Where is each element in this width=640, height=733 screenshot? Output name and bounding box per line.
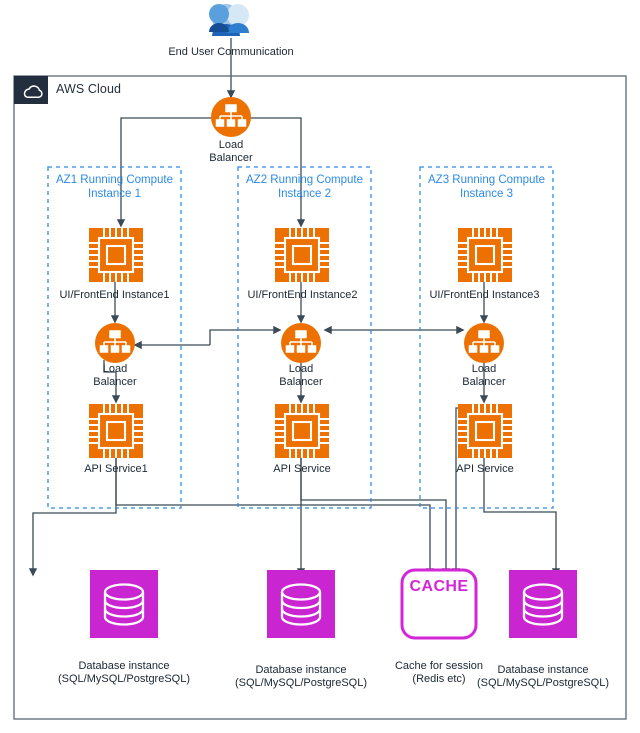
database-icon-db2[interactable] <box>267 570 335 638</box>
wire-az1-lb-to-api <box>103 360 121 404</box>
wire-api2-to-cache <box>300 458 451 577</box>
az3-boundary <box>419 166 554 509</box>
az2-boundary <box>237 166 372 509</box>
wire-az2lb-in-left <box>209 325 282 345</box>
cache-icon[interactable] <box>400 568 478 640</box>
load-balancer-icon-az2[interactable] <box>281 323 321 363</box>
ec2-instance-icon-az3-frontend[interactable] <box>458 228 512 282</box>
load-balancer-icon-az3[interactable] <box>464 323 504 363</box>
ec2-instance-icon-az1-api[interactable] <box>89 404 143 458</box>
wire-lb-to-az1-frontend <box>116 117 231 228</box>
cloud-icon <box>23 85 43 98</box>
az1-boundary <box>47 166 182 509</box>
wire-lb-to-az2-frontend <box>231 117 306 228</box>
ec2-instance-icon-az2-frontend[interactable] <box>275 228 329 282</box>
ec2-instance-icon-az1-frontend[interactable] <box>89 228 143 282</box>
ec2-instance-icon-az3-api[interactable] <box>458 404 512 458</box>
wire-api3-to-db3 <box>483 458 561 577</box>
aws-cloud-boundary <box>13 75 627 720</box>
load-balancer-icon-az1[interactable] <box>95 323 135 363</box>
load-balancer-icon-main[interactable] <box>211 97 251 137</box>
wire-api1-to-cache <box>115 458 435 577</box>
ec2-instance-icon-az2-api[interactable] <box>275 404 329 458</box>
database-icon-db1[interactable] <box>90 570 158 638</box>
users-icon <box>209 4 249 36</box>
database-icon-db3[interactable] <box>509 570 577 638</box>
